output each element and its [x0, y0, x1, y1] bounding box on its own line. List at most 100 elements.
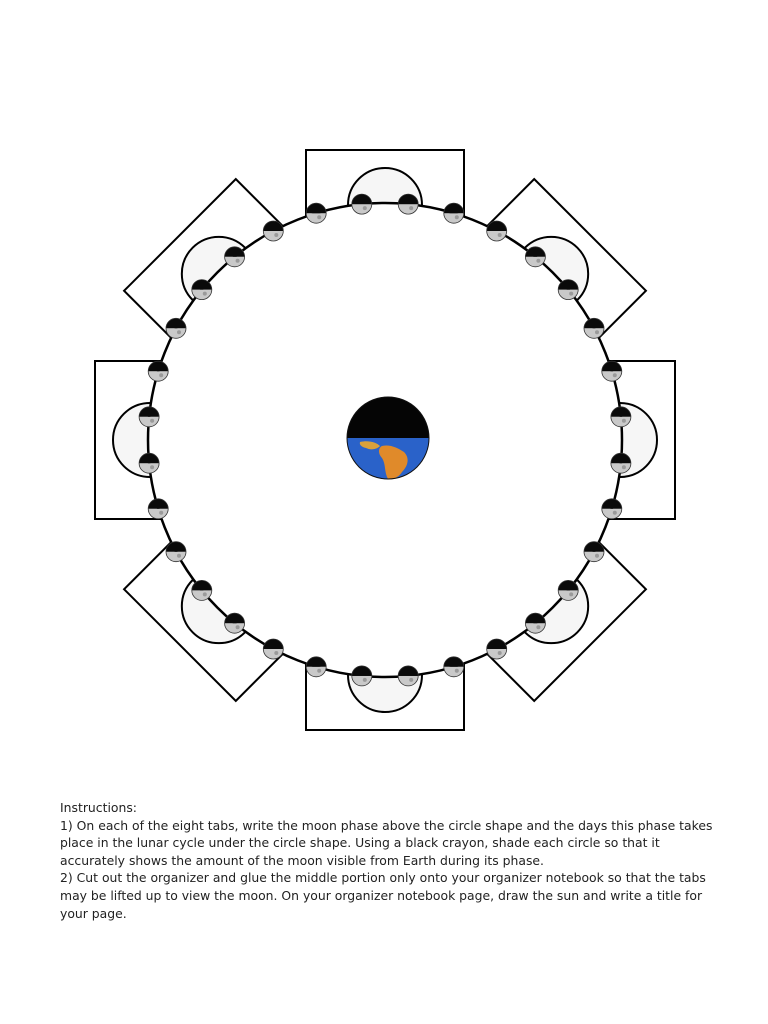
- moon-lit-half: [191, 590, 212, 601]
- moon-marker-icon: [351, 193, 373, 215]
- moon-crater: [595, 553, 599, 558]
- instruction-step-1: 1) On each of the eight tabs, write the …: [60, 817, 713, 868]
- moon-lit-half: [148, 371, 169, 382]
- moon-lit-half: [306, 666, 327, 677]
- moon-dark-half: [443, 203, 464, 214]
- moon-outline: [191, 279, 213, 301]
- moon-outline: [525, 246, 546, 268]
- moon-lit-half: [525, 623, 546, 634]
- moon-lit-half: [263, 231, 284, 241]
- moon-markers: [138, 193, 632, 687]
- moon-marker-icon: [583, 317, 605, 339]
- earth-continent-north: [359, 441, 380, 450]
- moon-outline: [305, 202, 327, 224]
- moon-crater: [612, 510, 617, 515]
- moon-crater: [536, 258, 541, 263]
- moon-lit-half: [398, 204, 419, 215]
- moon-crater: [235, 625, 240, 630]
- moon-marker-icon: [305, 656, 327, 678]
- moon-outline: [601, 360, 623, 382]
- moon-outline: [397, 665, 419, 687]
- moon-dark-half: [166, 541, 186, 552]
- moon-marker-icon: [262, 638, 284, 660]
- moon-marker-icon: [443, 656, 465, 678]
- moon-outline: [165, 541, 187, 563]
- moon-outline: [305, 656, 327, 678]
- moon-crater: [454, 668, 459, 673]
- moon-marker-icon: [138, 452, 160, 474]
- moon-dark-half: [139, 406, 160, 417]
- moon-lit-half: [166, 328, 186, 339]
- moon-dark-half: [398, 665, 419, 676]
- moon-crater: [202, 291, 207, 296]
- moon-dark-half: [486, 639, 507, 649]
- moon-crater: [621, 465, 626, 470]
- moon-crater: [497, 233, 502, 237]
- moon-outline: [610, 406, 632, 428]
- moon-marker-icon: [557, 580, 579, 601]
- moon-outline: [224, 612, 246, 634]
- moon-dark-half: [224, 613, 245, 624]
- moon-marker-icon: [224, 246, 246, 268]
- moon-outline: [557, 580, 579, 601]
- moon-outline: [138, 452, 160, 474]
- moon-outline: [351, 665, 373, 687]
- moon-lit-half: [224, 623, 245, 634]
- moon-dark-half: [263, 221, 284, 231]
- moon-marker-icon: [601, 360, 623, 382]
- moon-marker-icon: [583, 541, 605, 563]
- moon-lit-half: [525, 256, 546, 267]
- moon-crater: [409, 677, 414, 682]
- moon-crater: [177, 330, 181, 335]
- moon-crater: [150, 465, 155, 470]
- moon-marker-icon: [305, 202, 327, 224]
- moon-outline: [443, 202, 465, 224]
- moon-lit-half: [558, 590, 579, 601]
- moon-lit-half: [398, 675, 419, 686]
- moon-crater: [159, 373, 164, 378]
- moon-crater: [235, 258, 240, 263]
- moon-marker-icon: [610, 452, 632, 474]
- moon-outline: [138, 406, 160, 428]
- moon-dark-half: [351, 665, 372, 676]
- moon-dark-half: [351, 194, 372, 205]
- moon-crater: [612, 373, 617, 378]
- moon-outline: [165, 317, 187, 339]
- moon-dark-half: [601, 361, 622, 372]
- moon-crater: [595, 330, 599, 335]
- moon-lit-half: [139, 416, 160, 427]
- moon-lit-half: [139, 463, 160, 474]
- moon-crater: [454, 215, 459, 220]
- moon-crater: [409, 206, 414, 211]
- moon-marker-icon: [165, 317, 187, 339]
- moon-lit-half: [306, 213, 327, 224]
- moon-dark-half: [558, 279, 579, 290]
- moon-lit-half: [224, 256, 245, 267]
- moon-outline: [610, 452, 632, 474]
- moon-marker-icon: [443, 202, 465, 224]
- moon-marker-icon: [397, 193, 419, 215]
- moon-lit-half: [191, 289, 212, 300]
- moon-marker-icon: [191, 279, 213, 301]
- moon-dark-half: [558, 580, 579, 591]
- moon-marker-icon: [397, 665, 419, 687]
- moon-marker-icon: [147, 498, 169, 520]
- moon-phase-organizer: [94, 149, 676, 731]
- moon-dark-half: [486, 221, 507, 231]
- moon-lit-half: [584, 328, 604, 339]
- moon-dark-half: [398, 194, 419, 205]
- moon-marker-icon: [557, 279, 579, 301]
- moon-dark-half: [525, 246, 546, 257]
- moon-outline: [147, 360, 169, 382]
- moon-outline: [443, 656, 465, 678]
- moon-lit-half: [443, 666, 464, 677]
- moon-crater: [317, 215, 322, 220]
- moon-outline: [583, 541, 605, 563]
- moon-dark-half: [443, 656, 464, 667]
- moon-dark-half: [610, 453, 631, 464]
- instruction-step-2: 2) Cut out the organizer and glue the mi…: [60, 870, 706, 921]
- earth-outline: [346, 396, 430, 480]
- moon-crater: [159, 510, 164, 515]
- moon-dark-half: [191, 580, 212, 591]
